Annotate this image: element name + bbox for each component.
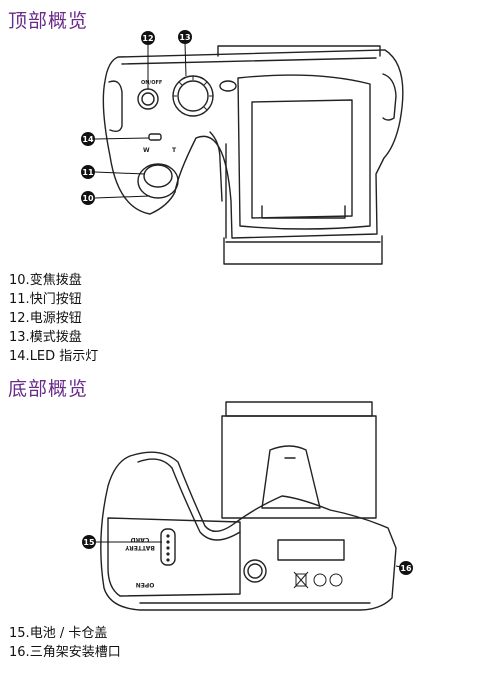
zoom-w-label: W — [143, 147, 150, 154]
compliance-marks-icon — [293, 571, 343, 589]
camera-bottom-view-figure: BATTERY CARD OPEN 15 16 — [0, 398, 493, 624]
callout-10: 10 — [81, 191, 95, 205]
callout-14-label: 14 — [82, 135, 94, 144]
list-item: 16.三角架安装槽口 — [9, 645, 121, 660]
callout-16: 16 — [399, 561, 413, 575]
list-item: 15.电池 / 卡仓盖 — [9, 626, 108, 641]
power-label: ON/OFF — [141, 80, 162, 86]
list-item: 11.快门按钮 — [9, 292, 82, 307]
door-text-battery: BATTERY — [124, 544, 154, 551]
list-item: 12.电源按钮 — [9, 311, 82, 326]
section-title-bottom: 底部概览 — [8, 378, 89, 400]
section-title-top: 顶部概览 — [8, 10, 89, 32]
top-parts-list: 10.变焦拨盘 11.快门按钮 12.电源按钮 13.模式拨盘 14.LED 指… — [9, 271, 98, 366]
callout-11: 11 — [81, 165, 95, 179]
list-item: 10.变焦拨盘 — [9, 273, 82, 288]
callout-16-label: 16 — [400, 564, 412, 573]
callout-13: 13 — [178, 30, 192, 44]
callout-14: 14 — [81, 132, 95, 146]
callout-13-label: 13 — [179, 33, 190, 42]
callout-15-label: 15 — [83, 538, 95, 547]
callout-12: 12 — [141, 31, 155, 45]
bottom-parts-list: 15.电池 / 卡仓盖 16.三角架安装槽口 — [9, 624, 121, 662]
camera-top-view-figure: ON/OFF W T 12 13 14 11 10 — [0, 26, 493, 275]
list-item: 14.LED 指示灯 — [9, 349, 99, 364]
zoom-t-label: T — [172, 147, 177, 154]
callout-10-label: 10 — [82, 194, 94, 203]
callout-15: 15 — [82, 535, 96, 549]
callout-12-label: 12 — [142, 34, 153, 43]
callout-11-label: 11 — [82, 168, 94, 177]
list-item: 13.模式拨盘 — [9, 330, 82, 345]
open-label: OPEN — [136, 581, 155, 588]
door-text-card: CARD — [131, 536, 150, 543]
